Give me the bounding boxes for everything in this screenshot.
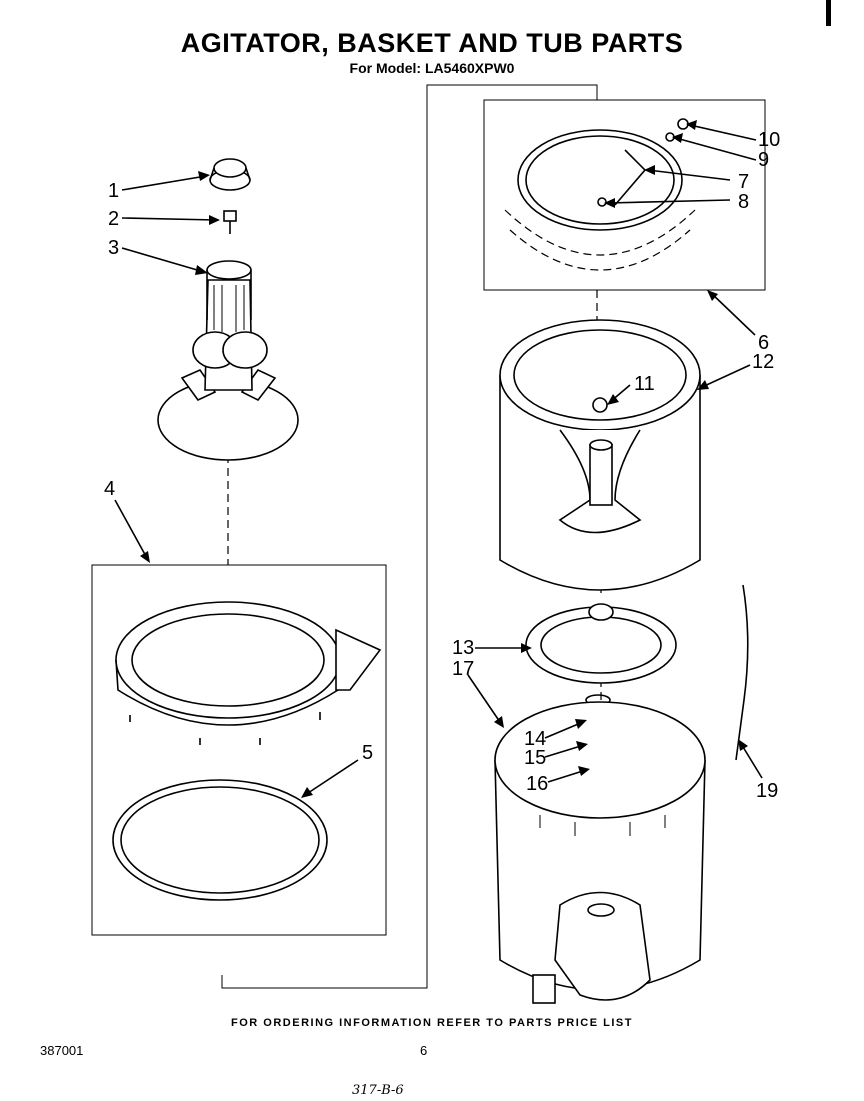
callout-2: 2 [108,208,119,230]
drive-hub-ring-part [525,603,677,684]
callout-15: 15 [524,747,546,769]
ordering-footnote: FOR ORDERING INFORMATION REFER TO PARTS … [231,1017,633,1029]
callout-12: 12 [752,351,774,373]
callout-11: 11 [634,373,655,395]
callout-8: 8 [738,191,749,213]
bolt-part [223,210,237,234]
agitator-cap-part [209,158,251,191]
callout-7: 7 [738,171,749,193]
callout-19: 19 [756,780,778,802]
callout-9: 9 [758,149,769,171]
callout-5: 5 [362,742,373,764]
document-number: 387001 [40,1043,84,1058]
callout-6: 6 [758,332,769,354]
outer-tub-part [494,701,706,1004]
basket-part [499,319,701,591]
seal-ring-part [112,779,328,901]
page-title: AGITATOR, BASKET AND TUB PARTS [180,28,684,58]
corner-mark [826,0,831,26]
callout-1: 1 [108,180,119,202]
callout-13: 13 [452,637,474,659]
callout-10: 10 [758,129,780,151]
tub-ring-part [504,118,696,271]
callout-16: 16 [526,773,548,795]
callout-4: 4 [104,478,115,500]
callout-3: 3 [108,237,119,259]
ring-assembly-part [115,601,382,745]
hose-part [735,584,749,761]
agitator-part [157,260,299,461]
leader-lines [114,120,763,798]
tub-ring-group-box [483,99,766,291]
page-number: 6 [420,1043,428,1058]
callout-17: 17 [452,658,474,680]
callout-14: 14 [524,728,546,750]
model-subtitle: For Model: LA5460XPW0 [349,60,515,76]
ring-group-box [91,564,387,936]
handwritten-note: 317-B-6 [352,1083,404,1098]
